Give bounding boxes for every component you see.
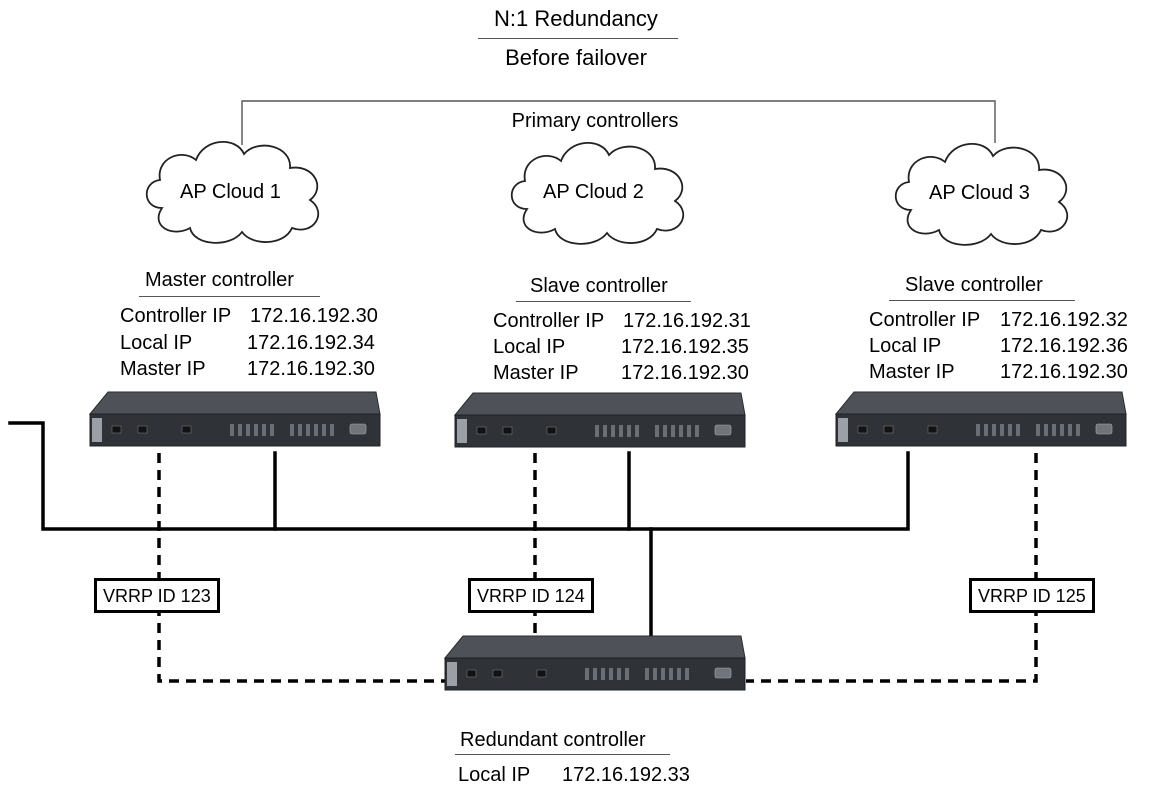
row-value: 172.16.192.30 [1000, 361, 1128, 383]
vrrp-box-124: VRRP ID 124 [468, 578, 594, 613]
cloud-shapes [145, 140, 1069, 246]
cloud-label-2: AP Cloud 2 [543, 181, 644, 203]
row-value: 172.16.192.30 [247, 358, 375, 380]
slave-controller-3-device [834, 391, 1127, 447]
primary-controllers-label: Primary controllers [511, 110, 679, 132]
controller-3-underline [889, 300, 1075, 301]
cloud-3-shape [894, 142, 1069, 246]
redundant-controller-title: Redundant controller [460, 729, 646, 751]
slave-controller-2-device [453, 392, 746, 448]
cloud-1-shape [145, 140, 320, 244]
cloud-label-1: AP Cloud 1 [180, 181, 281, 203]
title-divider [478, 38, 678, 39]
row-key: Local IP [458, 764, 531, 786]
row-key: Controller IP [493, 310, 605, 332]
diagram-title: N:1 Redundancy [494, 6, 658, 31]
controller-2-title: Slave controller [530, 275, 668, 297]
network-backbone [8, 421, 910, 638]
row-value: 172.16.192.30 [621, 362, 749, 384]
vrrp-box-125: VRRP ID 125 [969, 578, 1095, 613]
controller-3-title: Slave controller [905, 274, 1043, 296]
vrrp-box-123: VRRP ID 123 [94, 578, 220, 613]
row-value: 172.16.192.35 [621, 336, 749, 358]
row-value: 172.16.192.36 [1000, 335, 1128, 357]
row-key: Controller IP [869, 309, 981, 331]
row-key: Controller IP [120, 305, 232, 327]
row-key: Local IP [869, 335, 942, 357]
row-value: 172.16.192.32 [1000, 309, 1128, 331]
row-key: Master IP [869, 361, 955, 383]
row-value: 172.16.192.31 [623, 310, 751, 332]
master-controller-device [88, 391, 381, 447]
controller-1-underline [139, 296, 320, 297]
redundant-controller-underline [455, 754, 670, 755]
row-key: Master IP [120, 358, 206, 380]
controller-1-title: Master controller [145, 269, 294, 291]
redundant-controller-device [443, 635, 746, 691]
row-key: Master IP [493, 362, 579, 384]
cloud-label-3: AP Cloud 3 [929, 182, 1030, 204]
diagram-subtitle: Before failover [505, 45, 647, 70]
cloud-2-shape [510, 141, 685, 245]
row-value: 172.16.192.34 [247, 332, 375, 354]
primary-controllers-bracket [241, 100, 996, 145]
row-key: Local IP [120, 332, 193, 354]
controller-2-underline [516, 301, 691, 302]
row-key: Local IP [493, 336, 566, 358]
row-value: 172.16.192.33 [562, 764, 690, 786]
row-value: 172.16.192.30 [250, 305, 378, 327]
